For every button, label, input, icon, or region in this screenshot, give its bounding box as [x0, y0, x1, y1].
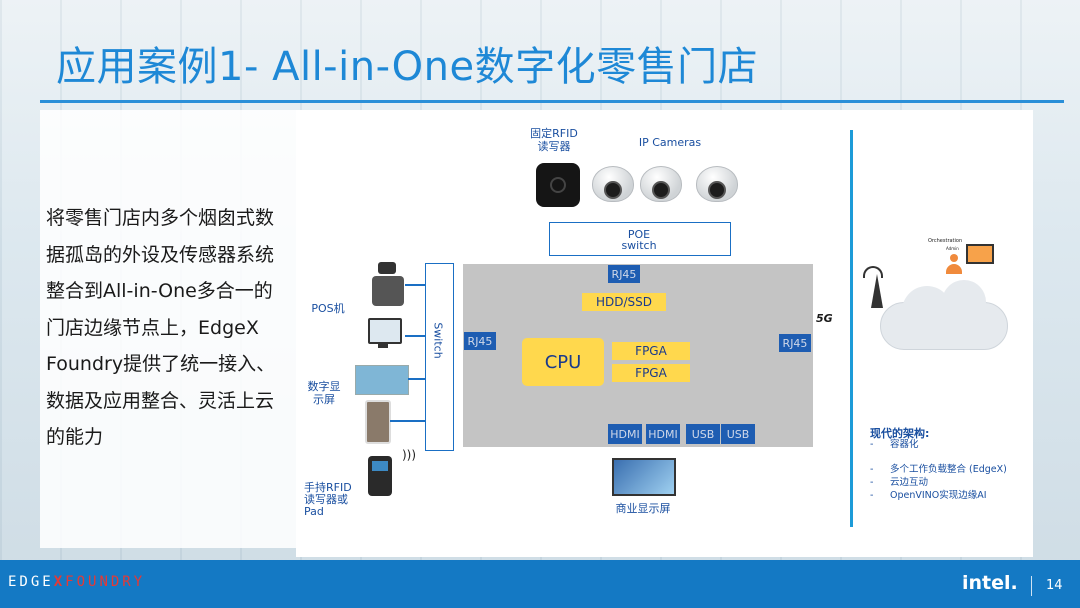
switch-label: Switch: [431, 322, 445, 359]
hdmi-port-2: HDMI: [646, 424, 680, 444]
rj45-top-port: RJ45: [608, 265, 640, 283]
description-text: 将零售门店内多个烟囱式数据孤岛的外设及传感器系统整合到All-in-One多合一…: [46, 207, 276, 448]
cpu-chip: CPU: [522, 338, 604, 386]
display-panel-icon: [365, 400, 391, 444]
slide-title: 应用案例1- All-in-One数字化零售门店: [56, 44, 759, 90]
modern-arch-item: -容器化: [870, 439, 919, 450]
edge-cloud-divider: [850, 130, 853, 527]
modern-arch-list: -容器化 -多个工作负载整合 (EdgeX) -云边互动 -OpenVINO实现…: [870, 438, 1007, 502]
connector-display: [408, 378, 425, 380]
ip-camera-2-icon: [640, 166, 682, 202]
handheld-rfid-icon: [368, 456, 392, 496]
usb-port-1: USB: [686, 424, 720, 444]
hdd-ssd-chip: HDD/SSD: [582, 293, 666, 311]
edgex-foundry-logo: EDGEXFOUNDRY: [8, 574, 146, 590]
cell-tower-icon: [858, 266, 888, 310]
connector-pos: [405, 284, 425, 286]
modern-arch-heading: 现代的架构:: [870, 427, 930, 440]
poe-switch-label: POE switch: [621, 228, 657, 252]
cloud-icon: [880, 280, 1008, 350]
wireless-signal-icon: ))): [402, 448, 417, 462]
digital-display-icon: [355, 365, 409, 395]
modern-arch-item: -多个工作负载整合 (EdgeX): [870, 464, 1007, 475]
admin-person-icon: [946, 254, 962, 276]
ip-camera-1-icon: [592, 166, 634, 202]
hdmi-port-1: HDMI: [608, 424, 642, 444]
pos-terminal-icon: [364, 318, 402, 348]
usb-port-2: USB: [721, 424, 755, 444]
ip-camera-3-icon: [696, 166, 738, 202]
digital-display-label: 数字显 示屏: [307, 380, 341, 406]
ip-cameras-label: IP Cameras: [638, 136, 702, 149]
handheld-label: 手持RFID 读写器或 Pad: [304, 481, 352, 518]
rfid-reader-icon: [536, 163, 580, 207]
fpga-chip-2: FPGA: [612, 364, 690, 382]
modern-arch-item: -云边互动: [870, 477, 929, 488]
rj45-right-port: RJ45: [779, 334, 811, 352]
poe-switch-box: [549, 222, 731, 256]
intel-logo: intel.: [962, 572, 1018, 594]
footer-bar: [0, 560, 1080, 608]
footer-separator: [1031, 576, 1032, 596]
orchestration-label: Orchestration: [928, 238, 963, 244]
rj45-left-port: RJ45: [464, 332, 496, 350]
pos-label: POS机: [311, 302, 345, 315]
connector-terminal: [405, 335, 425, 337]
page-number: 14: [1046, 578, 1063, 593]
rfid-fixed-label: 固定RFID 读写器: [530, 127, 578, 153]
commercial-display-label: 商业显示屏: [615, 502, 671, 515]
title-underline: [40, 100, 1064, 103]
laptop-icon: [966, 244, 994, 264]
five-g-icon: 5G: [816, 312, 833, 325]
switch-box: [425, 263, 454, 451]
connector-panel: [390, 420, 425, 422]
admin-label: Admin: [946, 246, 959, 251]
pos-printer-icon: [372, 262, 404, 308]
description-panel: [40, 110, 296, 548]
commercial-display-icon: [612, 458, 676, 496]
fpga-chip-1: FPGA: [612, 342, 690, 360]
modern-arch-item: -OpenVINO实现边缘AI: [870, 490, 987, 501]
